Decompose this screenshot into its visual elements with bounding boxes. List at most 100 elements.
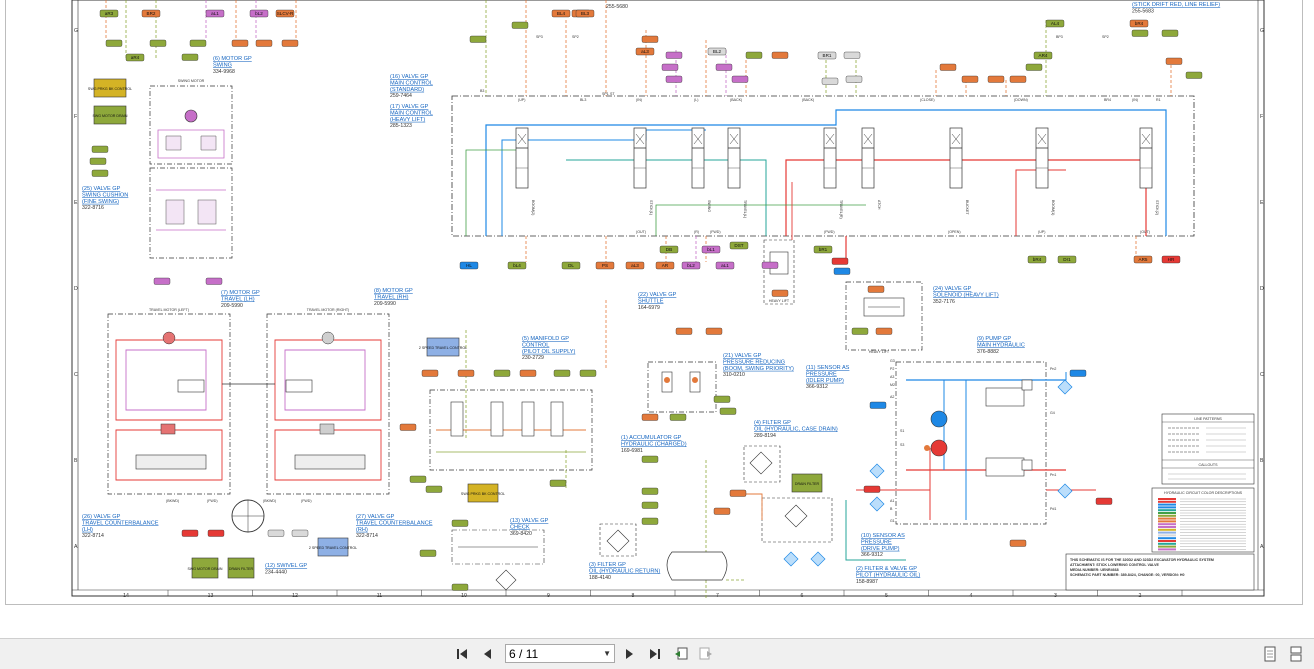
column-number: 11 bbox=[377, 593, 382, 599]
port-tag bbox=[675, 327, 693, 335]
legend-swatch bbox=[1158, 542, 1176, 545]
legend-swatch bbox=[1158, 537, 1176, 540]
spool-label: STICK(1) bbox=[649, 200, 653, 215]
next-view-button[interactable] bbox=[696, 645, 716, 663]
first-page-button[interactable] bbox=[452, 645, 472, 663]
port-tag: AL4 bbox=[1045, 19, 1065, 28]
port-tag: SLCV-R bbox=[275, 9, 295, 18]
port-tag bbox=[1025, 63, 1043, 71]
pump-port-label: A1 bbox=[890, 499, 894, 503]
legend-swatch bbox=[1158, 498, 1176, 500]
port-tag bbox=[105, 39, 123, 47]
main-pump-boundary bbox=[895, 361, 1047, 525]
port-tag bbox=[1131, 29, 1149, 37]
column-number: 12 bbox=[292, 593, 298, 599]
column-number: 9 bbox=[547, 593, 550, 599]
idler-sensor-callout-label: PRESSURE bbox=[806, 371, 837, 377]
spool-body bbox=[949, 127, 963, 189]
port-tag: DST bbox=[729, 241, 749, 250]
pressure-reducing-callout-label: (BOOM, SWING PRIORITY) bbox=[723, 366, 794, 372]
next-page-icon bbox=[626, 649, 633, 659]
column-number: 14 bbox=[123, 593, 129, 599]
port-tag bbox=[291, 529, 309, 537]
two-speed-travel-box bbox=[426, 337, 460, 357]
main-pump-callout-part-number: 376-8882 bbox=[977, 349, 999, 355]
pilot-filter-callout-label: (2) FILTER & VALVE GP bbox=[856, 566, 917, 572]
port-tag: PS bbox=[595, 261, 615, 270]
travel-motor-rh-callout-label: TRAVEL (RH) bbox=[374, 294, 409, 300]
stick-drift-callout-part-number: 255-5683 bbox=[1132, 8, 1154, 14]
spool-body bbox=[1035, 127, 1049, 189]
port-tag bbox=[255, 39, 273, 47]
port-tag bbox=[715, 63, 733, 71]
port-tag bbox=[267, 529, 285, 537]
port-tag: BL2 bbox=[707, 47, 727, 56]
main-control-standard-callout-label: MAIN CONTROL bbox=[390, 80, 433, 86]
port-tag bbox=[713, 395, 731, 403]
swing-cushion-callout-part-number: 322-8716 bbox=[82, 205, 104, 211]
spool-position-label: (FWD) bbox=[824, 230, 835, 234]
spool-body bbox=[633, 127, 647, 189]
port-tag bbox=[771, 289, 789, 297]
port-tag-label: HR bbox=[1168, 257, 1175, 262]
previous-view-button[interactable] bbox=[671, 645, 691, 663]
port-tag: bR4 bbox=[1129, 19, 1149, 28]
single-page-view-button[interactable] bbox=[1260, 645, 1280, 663]
title-block-note: THIS SCHEMATIC IS FOR THE 320D2 AND 323D… bbox=[1070, 558, 1214, 562]
spool-position-label: (IN) bbox=[1132, 98, 1138, 102]
port-tag-label: aR3 bbox=[105, 11, 114, 16]
swing-parking-brake-2-box bbox=[467, 483, 499, 503]
spool-position-label: (FWD) bbox=[301, 499, 312, 503]
port-tag-label: aL1 bbox=[211, 11, 219, 16]
last-page-button[interactable] bbox=[645, 645, 665, 663]
travel-counterbalance-rh-callout-label: (RH) bbox=[356, 527, 368, 533]
travel-counterbalance-lh-callout-label: TRAVEL COUNTERBALANCE bbox=[82, 520, 159, 526]
spool-position-label: (OPEN) bbox=[948, 230, 961, 234]
main-control-heavy-lift-callout-label: MAIN CONTROL bbox=[390, 110, 433, 116]
pump-port-label: Pn2 bbox=[1050, 367, 1056, 371]
solenoid-heavy-lift-boundary bbox=[845, 281, 923, 351]
port-tag bbox=[869, 401, 887, 409]
port-tag-label: BL4 bbox=[557, 11, 566, 16]
port-tag bbox=[1165, 57, 1183, 65]
port-tag bbox=[661, 63, 679, 71]
previous-page-button[interactable] bbox=[477, 645, 497, 663]
spool-label: BOOM(2) bbox=[531, 200, 535, 215]
port-label: SP2 bbox=[1102, 35, 1109, 39]
stick-drift-callout-label: (STICK DRIFT RED, LINE RELIEF) bbox=[1132, 2, 1220, 8]
viewer-toolbar: 6 / 11 ▼ bbox=[0, 638, 1314, 669]
port-tag bbox=[579, 369, 597, 377]
shuttle-valve-callout-label: SHUTTLE bbox=[638, 298, 664, 304]
port-tag: aL3 bbox=[625, 261, 645, 270]
pump-port-label: G3 bbox=[890, 359, 895, 363]
pressure-reducing-callout-label: PRESSURE REDUCING bbox=[723, 359, 785, 365]
page-number-select[interactable]: 6 / 11 ▼ bbox=[505, 644, 615, 663]
port-tag: bL4 bbox=[507, 261, 527, 270]
port-tag bbox=[549, 479, 567, 487]
solenoid-valve-callout-part-number: 352-7176 bbox=[933, 299, 955, 305]
port-tag-label: PS bbox=[602, 263, 608, 268]
port-tag bbox=[729, 489, 747, 497]
port-tag bbox=[705, 327, 723, 335]
legend-color-title: HYDRAULIC CIRCUIT COLOR DESCRIPTIONS bbox=[1164, 491, 1243, 495]
next-view-icon bbox=[699, 647, 712, 660]
port-tag-label: BR2 bbox=[147, 11, 156, 16]
port-tag-label: aR4 bbox=[131, 55, 140, 60]
two-speed-travel-2-label: 2 SPEED TRAVEL CONTROL bbox=[309, 546, 357, 550]
port-tag-label: DB bbox=[666, 247, 672, 252]
drive-sensor-callout-label: (10) SENSOR AS bbox=[861, 533, 905, 539]
manifold-callout-label: (PILOT OIL SUPPLY) bbox=[522, 349, 576, 355]
port-tag bbox=[665, 51, 683, 59]
port-label: ST bbox=[610, 92, 615, 96]
first-page-icon bbox=[457, 649, 467, 659]
next-page-button[interactable] bbox=[620, 645, 640, 663]
top-part-number: 255-5680 bbox=[606, 4, 628, 10]
port-tag bbox=[669, 413, 687, 421]
port-tag-label: bL2 bbox=[687, 263, 695, 268]
page-current: 6 bbox=[509, 646, 516, 661]
continuous-view-button[interactable] bbox=[1286, 645, 1306, 663]
